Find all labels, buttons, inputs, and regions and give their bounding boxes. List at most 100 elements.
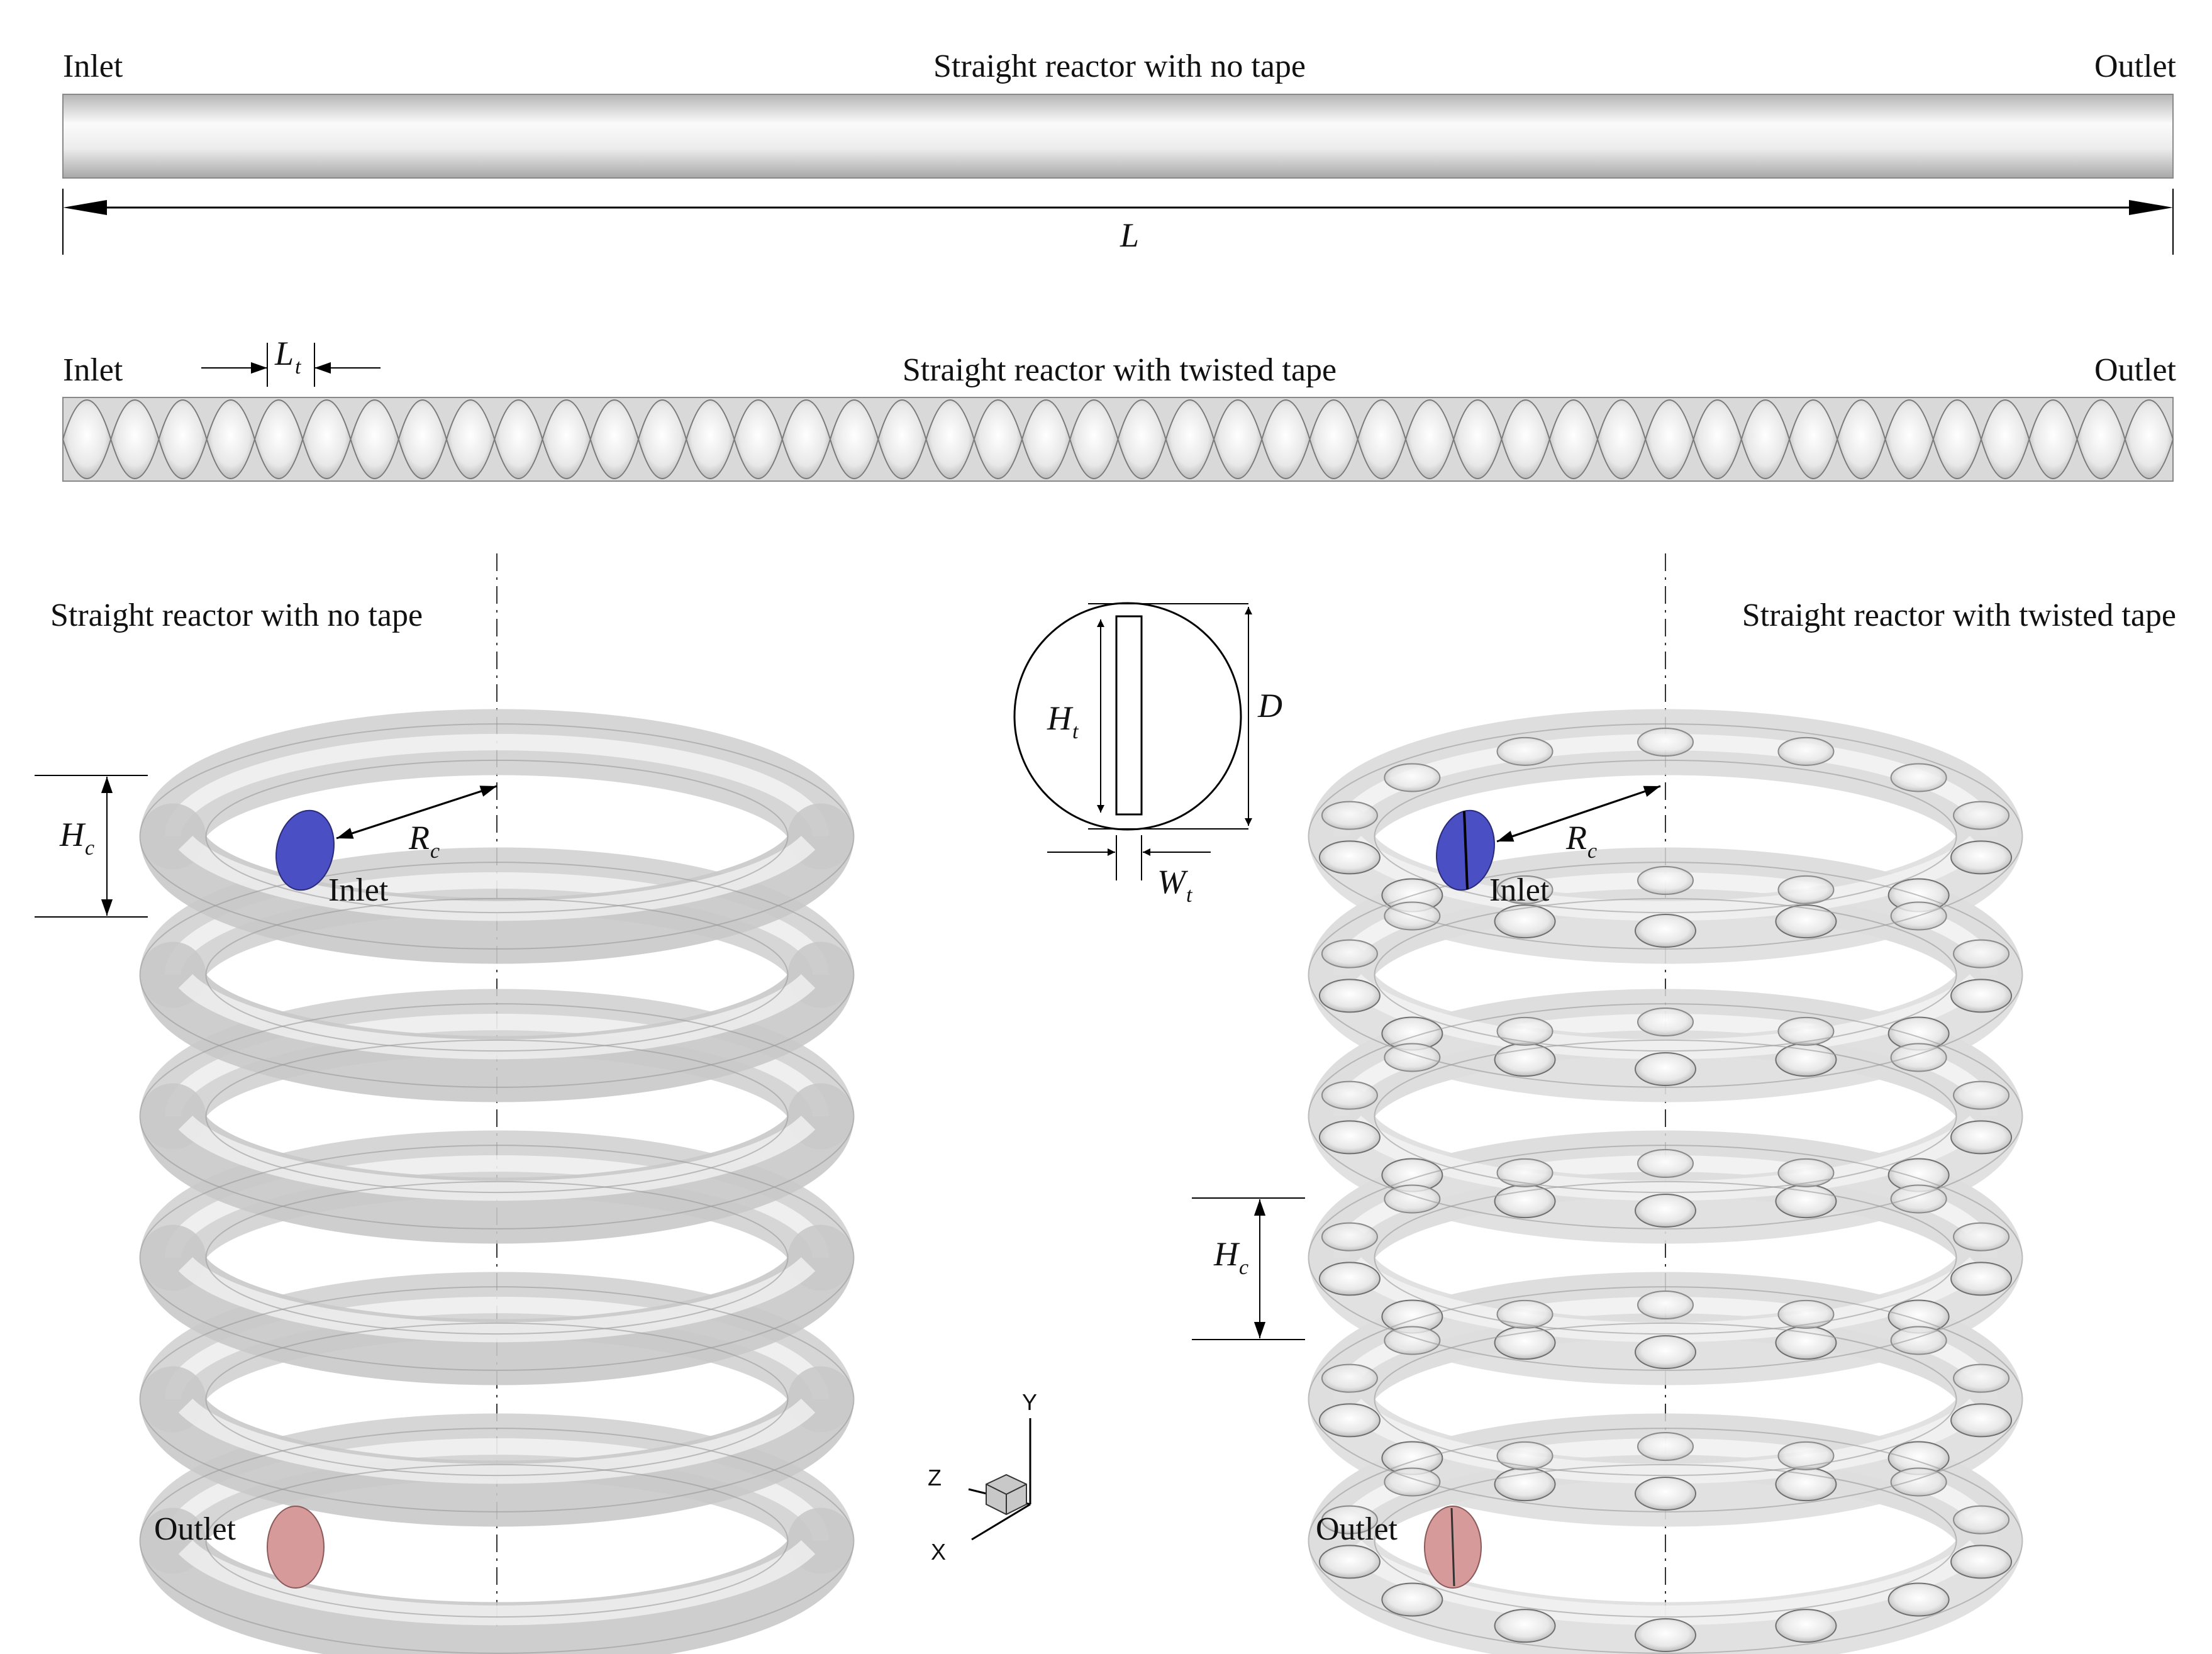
coil-edge xyxy=(139,1286,855,1512)
section-d-symbol: D xyxy=(1257,687,1282,724)
coil-edge xyxy=(1308,1003,2023,1229)
coil-edge xyxy=(205,1180,789,1335)
coil-edge xyxy=(139,1428,855,1654)
coil-turn-highlight xyxy=(178,974,816,1060)
coil-edge xyxy=(1374,1463,1957,1618)
coil-tape-lobe xyxy=(1775,1043,1837,1077)
right-inlet-label: Inlet xyxy=(1489,872,1550,908)
coil-edge xyxy=(205,1463,789,1618)
coil-edge xyxy=(1374,1039,1957,1194)
section-tape xyxy=(1115,615,1143,816)
right-rc-arrow-in xyxy=(1496,785,1661,843)
coil-tape-lobe xyxy=(1890,1326,1947,1355)
coil-tape-lobe xyxy=(1637,866,1694,895)
coil-turn-highlight xyxy=(1347,1257,1984,1343)
helical-no-tape-panel: Straight reactor with no tape Hc Rc Inle… xyxy=(35,553,855,1654)
coil-tape-lobe xyxy=(1953,1505,2010,1535)
straight-no-tape-panel: Inlet Straight reactor with no tape Outl… xyxy=(62,48,2177,255)
coil-tape-lobe xyxy=(1496,736,1553,766)
coil-turn-front xyxy=(140,941,854,1102)
coil-edge xyxy=(205,897,789,1052)
section-wt-symbol: Wt xyxy=(1157,863,1193,907)
coil-tape-lobe xyxy=(1953,1363,2010,1393)
coil-tape-lobe xyxy=(1321,939,1378,969)
middle-inlet-label: Inlet xyxy=(63,352,123,388)
coil-turn-highlight xyxy=(1347,974,1984,1060)
x-axis-line xyxy=(971,1503,1031,1541)
coil-edge xyxy=(205,1322,789,1477)
section-circle xyxy=(1013,602,1242,831)
coil-tape-lobe xyxy=(1635,1477,1696,1511)
coil-tape-lobe xyxy=(1777,1158,1835,1187)
coil-tape-lobe xyxy=(1384,1043,1441,1072)
right-outlet-label: Outlet xyxy=(1316,1511,1398,1547)
straight-twisted-tape-panel: Inlet Straight reactor with twisted tape… xyxy=(62,335,2177,482)
triad-cube-edges xyxy=(986,1484,1027,1514)
top-outlet-label: Outlet xyxy=(2094,48,2177,84)
coil-edge xyxy=(1308,1428,2023,1654)
coil-tape-lobe xyxy=(1950,1262,2013,1296)
coil-tape-lobe xyxy=(1321,1222,1378,1252)
coil-tape-lobe xyxy=(1635,1052,1696,1086)
left-hc-symbol: Hc xyxy=(59,816,94,860)
coil-turn-front xyxy=(140,1507,854,1654)
coil-tape-lobe xyxy=(1496,1158,1553,1187)
coil-tape-lobe xyxy=(1496,1441,1553,1470)
coil-tape-lobe xyxy=(1950,1120,2013,1155)
top-inlet-label: Inlet xyxy=(63,48,123,84)
twisted-tape-lobes xyxy=(62,399,2174,479)
coil-tape-lobe xyxy=(1950,979,2013,1013)
coil-tape-lobe xyxy=(1775,1184,1837,1219)
length-arrow-left xyxy=(63,200,107,215)
coil-edge xyxy=(1374,897,1957,1052)
length-symbol: L xyxy=(1120,216,1139,254)
coil-tape-lobe xyxy=(1384,1467,1441,1497)
x-axis-label: X xyxy=(931,1539,946,1565)
coil-tape-lobe xyxy=(1887,1582,1950,1617)
straight-tube xyxy=(62,94,2174,179)
coil-tape-lobe xyxy=(1950,840,2013,875)
coil-tape-lobe xyxy=(1637,1432,1694,1461)
coil-tape-lobe xyxy=(1890,763,1947,792)
coil-tape-lobe xyxy=(1950,1545,2013,1579)
coil-tape-lobe xyxy=(1777,1441,1835,1470)
z-axis-label: Z xyxy=(928,1465,942,1490)
coil-tape-lobe xyxy=(1775,1467,1837,1502)
coil-turn-highlight xyxy=(164,1296,830,1400)
pitch-symbol: Lt xyxy=(274,335,302,379)
top-title: Straight reactor with no tape xyxy=(933,48,1306,84)
coil-turn-front xyxy=(140,1224,854,1385)
coil-turn-highlight xyxy=(1347,835,1984,921)
coil-tape-lobe xyxy=(1384,1184,1441,1214)
coil-tape-lobe xyxy=(1637,1149,1694,1178)
coil-tape-lobe xyxy=(1637,1290,1694,1319)
coil-turn-highlight xyxy=(178,1115,816,1201)
section-ht-symbol: Ht xyxy=(1047,699,1079,743)
left-coil-title: Straight reactor with no tape xyxy=(50,597,423,633)
coil-tape-lobe xyxy=(1321,1505,1378,1535)
coil-tape-lobe xyxy=(1775,1609,1837,1643)
coil-tape-lobe xyxy=(1318,1120,1381,1155)
coil-turn-highlight xyxy=(178,1398,816,1484)
left-outlet-face xyxy=(267,1506,325,1589)
coil-turn-highlight xyxy=(164,1013,830,1117)
left-coil-tube xyxy=(139,709,855,1654)
coil-turn-front xyxy=(140,803,854,964)
right-outlet-tape-edge xyxy=(1450,1507,1455,1587)
coil-tape-lobe xyxy=(1953,1222,2010,1252)
coil-tape-lobe xyxy=(1953,801,2010,830)
coil-tape-lobe xyxy=(1321,1363,1378,1393)
coil-turn-highlight xyxy=(164,1155,830,1258)
coil-turn-front xyxy=(140,1366,854,1527)
coil-turn-highlight xyxy=(178,1257,816,1343)
coil-tape-lobe xyxy=(1496,1299,1553,1329)
right-coil-title: Straight reactor with twisted tape xyxy=(1742,597,2176,633)
coil-edge xyxy=(1308,1286,2023,1512)
coil-tape-lobe xyxy=(1494,1326,1556,1360)
coil-tape-lobe xyxy=(1321,1080,1378,1110)
coil-tape-lobe xyxy=(1635,1618,1696,1652)
middle-outlet-label: Outlet xyxy=(2094,352,2177,388)
coil-edge xyxy=(1374,1180,1957,1335)
coil-tape-lobe xyxy=(1496,1016,1553,1046)
